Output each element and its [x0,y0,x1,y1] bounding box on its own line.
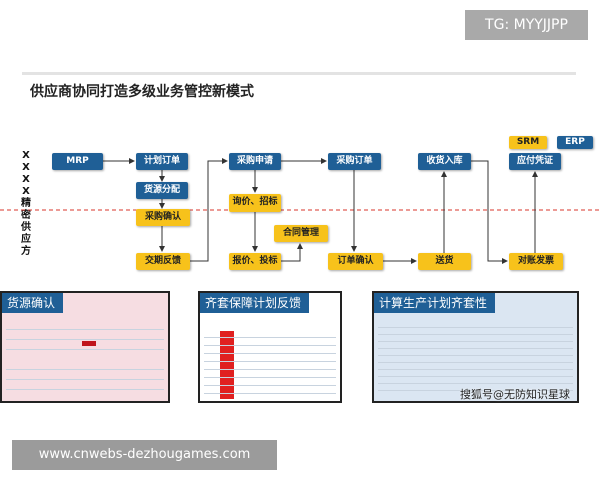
side-char: X [22,150,30,161]
node-plan-order: 计划订单 [136,153,188,170]
node-quote-bid: 报价、投标 [229,253,281,270]
node-inquiry-bidding: 询价、招标 [229,194,281,212]
legend-erp: ERP [557,136,593,149]
node-delivery: 送货 [418,253,471,270]
node-mrp: MRP [52,153,103,170]
side-char: 应 [21,234,31,245]
panel-title: 货源确认 [2,293,64,313]
side-char: X [22,174,30,185]
source-watermark: 搜狐号@无防知识星球 [460,388,570,401]
node-purchase-request: 采购申请 [229,153,281,170]
side-char: 精 [21,198,31,209]
header-divider [22,72,576,75]
node-receive-stock: 收货入库 [418,153,471,170]
side-char: 密 [21,210,31,221]
side-char: 方 [21,246,31,257]
panel-source-confirm: 货源确认 [0,291,170,403]
panel-title: 计算生产计划齐套性 [374,293,496,313]
side-char: X [22,162,30,173]
website-banner: www.cnwebs-dezhougames.com [12,440,277,470]
legend-srm: SRM [509,136,547,149]
node-contract-mgmt: 合同管理 [274,225,328,242]
panel-title: 齐套保障计划反馈 [200,293,310,313]
page-title: 供应商协同打造多级业务管控新模式 [30,84,254,100]
side-char: 供 [21,222,31,233]
node-source-alloc: 货源分配 [136,182,188,199]
side-char: X [22,186,30,197]
panel-kit-feedback: 齐套保障计划反馈 [198,291,342,403]
side-label: X X X X 精 密 供 应 方 [18,150,34,258]
node-delivery-feedback: 交期反馈 [136,253,190,270]
red-column [220,331,234,399]
node-reconcile-invoice: 对账发票 [509,253,563,270]
node-payable-voucher: 应付凭证 [509,153,561,170]
tg-watermark: TG: MYYJJPP [465,10,588,40]
red-mark [82,341,96,346]
node-purchase-confirm: 采购确认 [136,209,190,226]
panel-kit-calc: 计算生产计划齐套性 [372,291,579,403]
node-purchase-order: 采购订单 [328,153,381,170]
node-order-confirm: 订单确认 [328,253,383,270]
